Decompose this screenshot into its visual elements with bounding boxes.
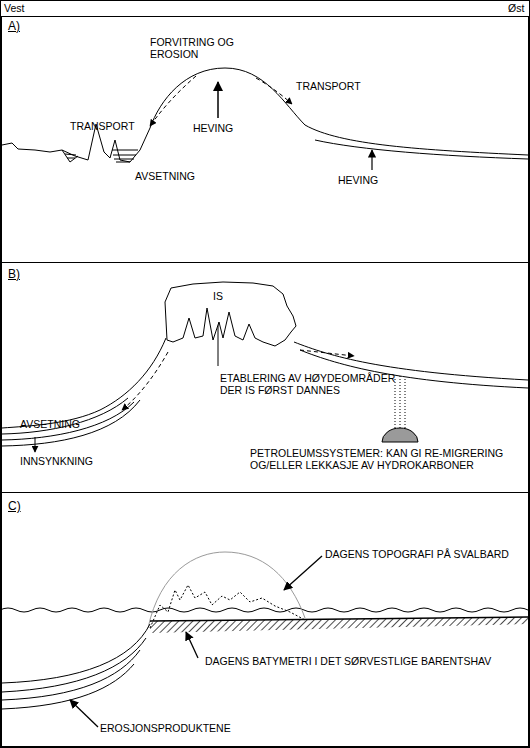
hydrocarbon-trap	[382, 428, 418, 442]
direction-label: Øst	[508, 2, 524, 14]
process-label: INNSYNKNING	[20, 455, 93, 467]
panel-box: C) DAGENS TOPOGRAFI PÅ SVALBARD DAGENS BAT…	[1, 492, 529, 747]
layer-line	[2, 398, 128, 434]
ice-label: IS	[213, 290, 223, 302]
callout-text: EROSJONSPRODUKTENE	[100, 722, 231, 734]
subsidence-arrow	[35, 437, 36, 452]
panel-box: B) ETABLERING AV HØYDEOMRÅDER DER IS FØRS…	[1, 262, 529, 493]
ice-cap: IS	[163, 280, 298, 348]
panel-letter: B)	[8, 268, 20, 280]
process-label: HEVING	[338, 174, 378, 186]
leader-arrow	[186, 632, 198, 658]
uplift-arrow	[371, 150, 372, 170]
direction-label: Vest	[4, 2, 24, 14]
note-text: PETROLEUMSSYSTEMER: KAN GI RE-MIGRERING …	[250, 447, 525, 471]
panel-c-terrain	[0, 552, 530, 727]
uplift-arrow	[217, 82, 219, 118]
panel-letter: C)	[8, 500, 21, 512]
process-label: TRANSPORT	[70, 120, 135, 132]
panel-letter: A)	[8, 20, 20, 32]
process-label: FORVITRING OG EROSION	[150, 36, 255, 60]
former-topography	[148, 552, 305, 628]
basin-deposit	[112, 150, 138, 162]
ice-outline-path	[165, 282, 296, 346]
bathymetry-line	[150, 617, 528, 621]
callout-text: DAGENS BATYMETRI I DET SØRVESTLIGE BAREN…	[205, 655, 491, 667]
process-label: TRANSPORT	[296, 80, 361, 92]
leader-arrow	[284, 556, 322, 590]
transport-arrow	[256, 78, 292, 104]
transport-arrow	[150, 76, 196, 126]
transport-arrow	[122, 352, 168, 410]
panel-a-terrain	[2, 68, 528, 170]
ice-outline	[163, 280, 298, 348]
leader-arrow	[70, 700, 98, 727]
layer-line	[2, 624, 150, 683]
bathymetry-band	[150, 617, 528, 633]
process-label: AVSETNING	[20, 418, 80, 430]
process-label: ETABLERING AV HØYDEOMRÅDER DER IS FØRST …	[220, 372, 410, 396]
process-label: AVSETNING	[135, 170, 195, 182]
layer-line	[2, 638, 146, 692]
layer-line	[2, 402, 134, 440]
layer-line	[2, 400, 140, 446]
terrain-line	[2, 68, 528, 162]
layer-line	[315, 140, 528, 159]
basin-deposit	[62, 150, 78, 162]
migration-dots	[395, 374, 405, 428]
terrain-line	[2, 338, 166, 428]
transport-arrow	[300, 350, 354, 356]
panel-box: A) FORVITRING OG EROSION TRANSPORT HEVING TR…	[1, 16, 529, 263]
callout-text: DAGENS TOPOGRAFI PÅ SVALBARD	[325, 548, 509, 560]
layer-line	[2, 664, 134, 709]
layer-line	[2, 650, 140, 700]
sea-level	[0, 608, 530, 612]
process-label: HEVING	[193, 122, 233, 134]
